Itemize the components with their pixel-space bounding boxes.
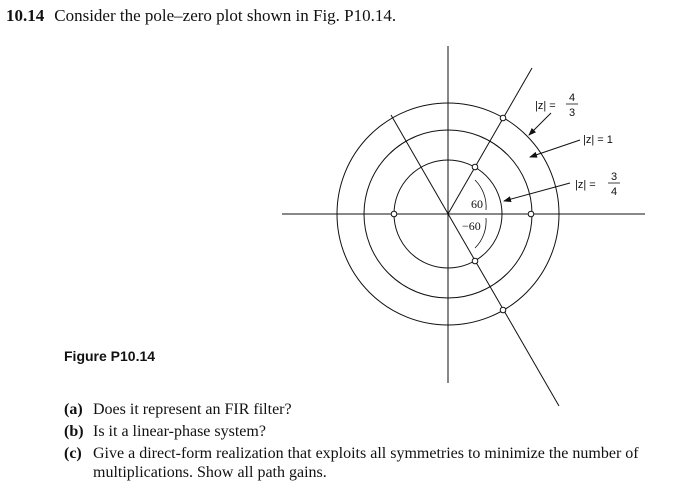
angle-label-upper: 60 xyxy=(471,197,483,211)
svg-text:4: 4 xyxy=(611,186,617,198)
zero-marker xyxy=(499,114,507,122)
question-text: Give a direct-form realization that expl… xyxy=(93,445,639,481)
svg-text:|z| =: |z| = xyxy=(535,100,556,112)
svg-text:3: 3 xyxy=(611,171,617,183)
zero-marker xyxy=(527,210,535,218)
svg-text:4: 4 xyxy=(569,92,575,104)
leader-arrow-outer xyxy=(528,112,552,136)
leader-arrow-inner xyxy=(503,182,571,203)
zero-marker xyxy=(499,306,507,314)
angle-label-lower: −60 xyxy=(462,219,481,233)
question-letter: (b) xyxy=(64,423,84,440)
figure-caption: Figure P10.14 xyxy=(64,348,156,364)
problem-number: 10.14 xyxy=(6,6,45,25)
zero-marker xyxy=(471,257,479,265)
problem-statement: Consider the pole–zero plot shown in Fig… xyxy=(54,6,397,25)
question-text: Does it represent an FIR filter? xyxy=(93,401,292,418)
circle-radius-4-3 xyxy=(336,102,560,326)
svg-text:|z| =: |z| = xyxy=(575,179,596,191)
angle-arc-upper xyxy=(474,179,487,211)
question-letter: (c) xyxy=(64,445,82,462)
question-item: (c) Give a direct-form realization that … xyxy=(64,444,694,482)
problem-header: 10.14 Consider the pole–zero plot shown i… xyxy=(6,6,396,26)
question-item: (a) Does it represent an FIR filter? xyxy=(64,400,694,419)
label-radius-4-3: |z| = 4 3 xyxy=(535,92,578,119)
question-text: Is it a linear-phase system? xyxy=(93,423,266,440)
angle-arc-lower xyxy=(474,217,487,249)
zero-marker xyxy=(390,210,398,218)
zero-marker xyxy=(471,163,479,171)
leader-arrow-unit xyxy=(529,139,581,158)
radial-line-upper xyxy=(447,67,533,215)
question-letter: (a) xyxy=(64,401,83,418)
label-radius-3-4: |z| = 3 4 xyxy=(575,171,620,198)
question-list: (a) Does it represent an FIR filter? (b)… xyxy=(64,400,694,485)
question-item: (b) Is it a linear-phase system? xyxy=(64,422,694,441)
svg-text:3: 3 xyxy=(569,107,575,119)
label-radius-1: |z| = 1 xyxy=(583,134,613,146)
